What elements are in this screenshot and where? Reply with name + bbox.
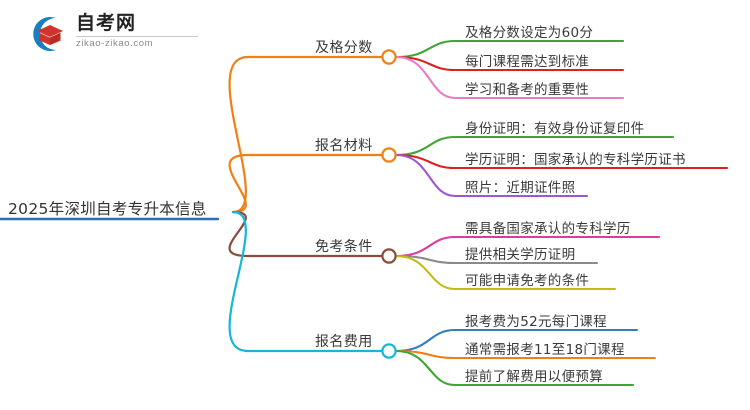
- branch-label-2: 报名材料: [315, 138, 373, 154]
- root-node-label: 2025年深圳自考专升本信息: [8, 200, 207, 218]
- logo-title: 自考网: [76, 12, 137, 34]
- graduation-cap-icon: [26, 12, 70, 56]
- leaf-label-1-2: 每门课程需达到标准: [465, 54, 590, 70]
- branch-label-1: 及格分数: [315, 40, 373, 56]
- leaf-label-3-3: 可能申请免考的条件: [465, 273, 590, 289]
- leaf-label-1-3: 学习和备考的重要性: [465, 82, 590, 98]
- logo-wordmark: 自考网 zikao-zikao.com: [76, 12, 204, 49]
- leaf-label-4-2: 通常需报考11至18门课程: [465, 342, 625, 358]
- leaf-label-3-2: 提供相关学历证明: [465, 247, 576, 263]
- site-logo: 自考网 zikao-zikao.com: [26, 10, 206, 58]
- logo-divider: [76, 36, 198, 37]
- logo-subtitle: zikao-zikao.com: [76, 38, 154, 49]
- leaf-label-2-2: 学历证明：国家承认的专科学历证书: [465, 152, 686, 168]
- leaf-label-4-3: 提前了解费用以便预算: [465, 369, 603, 385]
- leaf-label-2-1: 身份证明：有效身份证复印件: [465, 121, 645, 137]
- leaf-label-3-1: 需具备国家承认的专科学历: [465, 221, 631, 237]
- leaf-label-2-3: 照片：近期证件照: [465, 180, 576, 196]
- leaf-label-4-1: 报考费为52元每门课程: [465, 314, 607, 330]
- branch-label-3: 免考条件: [315, 239, 373, 255]
- branch-label-4: 报名费用: [315, 334, 373, 350]
- leaf-label-1-1: 及格分数设定为60分: [465, 25, 594, 41]
